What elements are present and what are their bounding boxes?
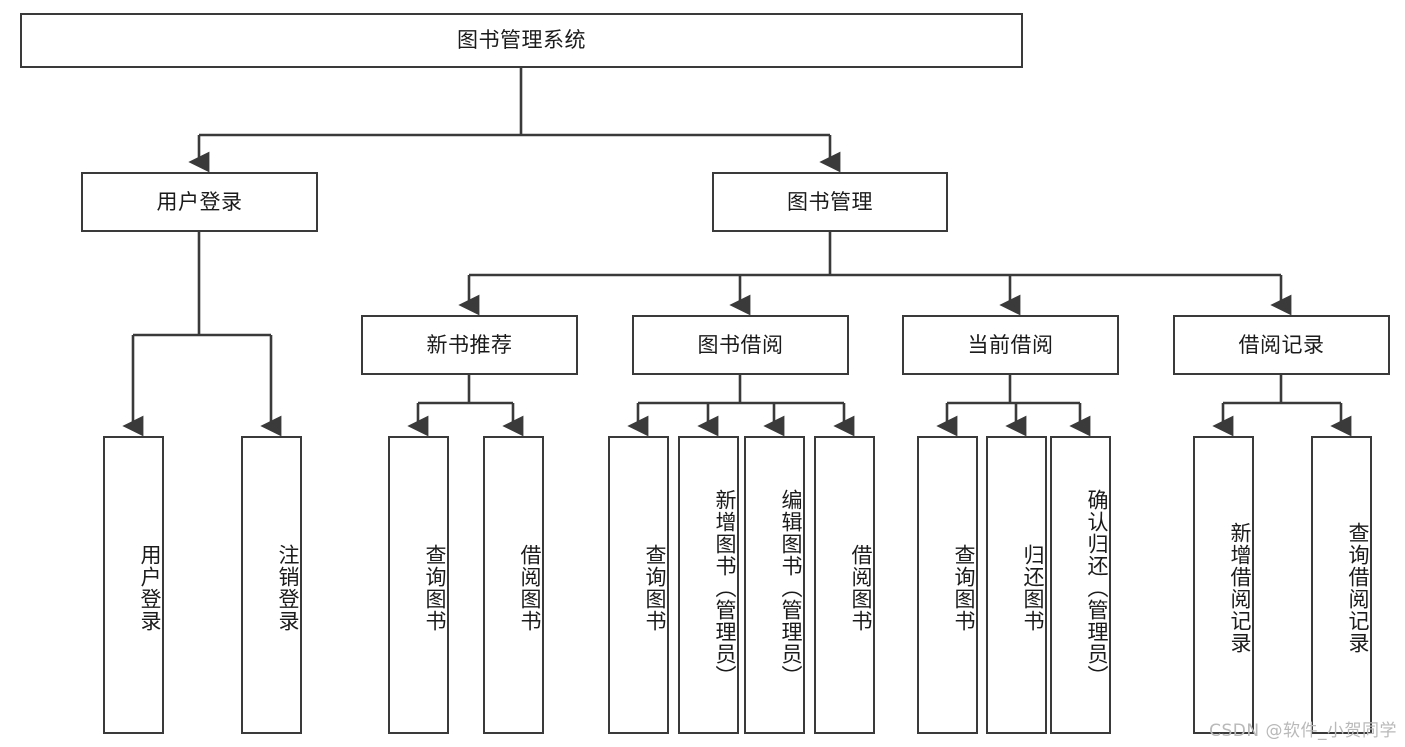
node-label: 编辑图书（管理员） [779,489,803,687]
node-book-management[interactable]: 图书管理 [712,172,948,232]
leaf-borrow-record-add-record[interactable]: 新增借阅记录 [1193,436,1254,734]
node-label: 注销登录 [276,544,300,632]
node-label: 归还图书 [1021,544,1045,632]
node-book-borrow[interactable]: 图书借阅 [632,315,849,375]
node-label: 用户登录 [138,544,162,632]
leaf-current-borrow-confirm-return-admin[interactable]: 确认归还（管理员） [1050,436,1111,734]
node-label: 借阅记录 [1238,332,1325,357]
leaf-book-borrow-query-book[interactable]: 查询图书 [608,436,669,734]
node-borrow-record[interactable]: 借阅记录 [1173,315,1390,375]
node-label: 借阅图书 [518,544,542,632]
node-label: 用户登录 [156,189,243,214]
node-label: 查询图书 [952,544,976,632]
leaf-new-book-borrow-book[interactable]: 借阅图书 [483,436,544,734]
node-label: 确认归还（管理员） [1085,489,1109,687]
node-root-book-management-system[interactable]: 图书管理系统 [20,13,1023,68]
leaf-book-borrow-edit-book-admin[interactable]: 编辑图书（管理员） [744,436,805,734]
node-label: 借阅图书 [849,544,873,632]
node-label: 新增图书（管理员） [713,489,737,687]
node-current-borrow[interactable]: 当前借阅 [902,315,1119,375]
node-label: 图书借阅 [697,332,784,357]
node-new-book-recommend[interactable]: 新书推荐 [361,315,578,375]
leaf-book-borrow-borrow-book[interactable]: 借阅图书 [814,436,875,734]
node-label: 图书管理系统 [457,28,586,53]
leaf-book-borrow-add-book-admin[interactable]: 新增图书（管理员） [678,436,739,734]
node-label: 图书管理 [787,189,873,214]
node-label: 查询图书 [643,544,667,632]
node-user-login[interactable]: 用户登录 [81,172,318,232]
node-label: 新增借阅记录 [1228,522,1252,654]
leaf-new-book-query-book[interactable]: 查询图书 [388,436,449,734]
leaf-user-login-login[interactable]: 用户登录 [103,436,164,734]
node-label: 当前借阅 [967,332,1054,357]
leaf-current-borrow-return-book[interactable]: 归还图书 [986,436,1047,734]
node-label: 查询借阅记录 [1346,522,1370,654]
leaf-user-login-logout[interactable]: 注销登录 [241,436,302,734]
node-label: 新书推荐 [426,332,513,357]
leaf-borrow-record-query-record[interactable]: 查询借阅记录 [1311,436,1372,734]
csdn-watermark: CSDN @软件_小贺同学 [1209,721,1397,741]
leaf-current-borrow-query-book[interactable]: 查询图书 [917,436,978,734]
node-label: 查询图书 [423,544,447,632]
